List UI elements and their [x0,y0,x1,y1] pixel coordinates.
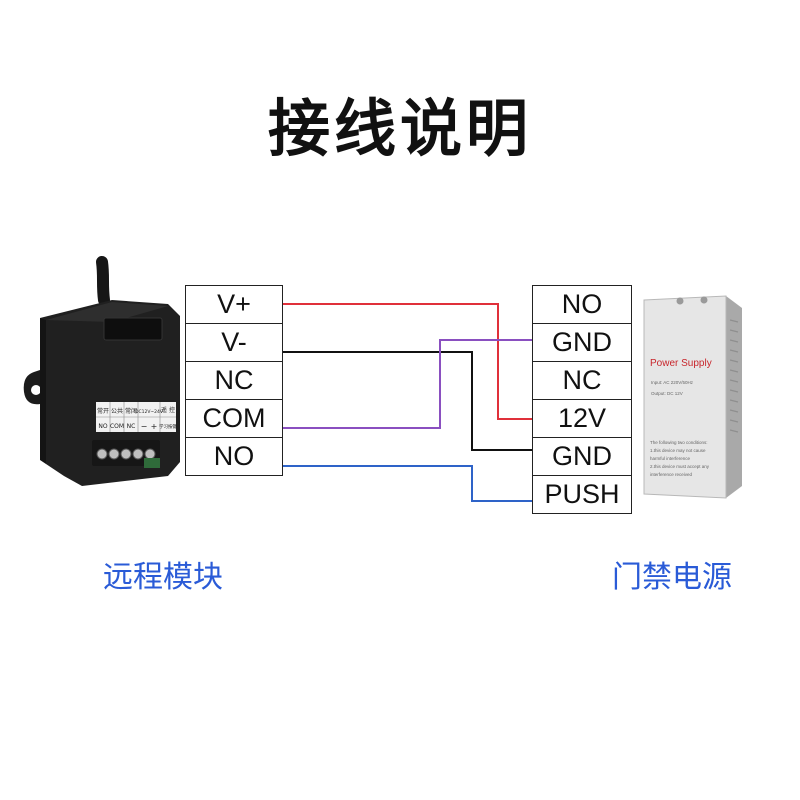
notice-line-3: harmful interference [650,456,691,461]
label-no-cn: 常开 [97,407,109,415]
notice-line-2: 1.this device may not cause [650,448,706,453]
terminal-com: COM [185,399,283,438]
label-voltage: DC12V~24V [135,409,164,415]
notice-line-5: interference received [650,472,693,477]
notice-line-1: The following two conditions: [650,440,708,445]
indicator-window [103,317,163,341]
wire-vminus-gnd [281,351,532,451]
wire-vplus-12v [281,303,532,420]
label-yao: 遥 [161,406,167,414]
terminal-ps-12v: 12V [532,399,632,438]
page-title: 接线说明 [267,92,532,165]
label-learn: 学习按键 [159,423,177,430]
terminal-nc: NC [185,361,283,400]
label-com: COM [110,423,124,430]
terminal-vplus: V+ [185,285,283,324]
terminal-ps-no: NO [532,285,632,324]
label-nc: NC [127,423,136,430]
terminal-ps-gnd-1: GND [532,323,632,362]
antenna-cable [96,256,110,306]
terminal-ps-push: PUSH [532,475,632,514]
wires [281,303,532,502]
module-body [40,300,180,486]
power-supply-body [643,295,727,499]
label-no: NO [98,423,107,430]
label-kong: 控 [169,406,175,414]
notice-line-4: 2.this device must accept any [650,464,710,469]
label-plus: + [151,422,158,431]
remote-module-terminals: V+ V- NC COM NO [185,285,283,476]
label-nc-cn: 常闭 [125,407,137,415]
power-supply-image: Power Supply Input: AC 220V/50Hz Output:… [643,295,742,499]
power-supply-input-spec: Input: AC 220V/50Hz [651,380,694,385]
terminal-no: NO [185,437,283,476]
wire-com-gnd [281,339,532,429]
power-supply-caption: 门禁电源 [612,560,732,595]
remote-module-image: 常开 公共 常闭 DC12V~24V 遥 控 NO COM NC − + 学习按… [23,256,180,486]
power-supply-label: Power Supply [650,358,712,369]
terminal-ps-nc: NC [532,361,632,400]
remote-module-caption: 远程模块 [103,560,223,595]
power-supply-output-spec: Output: DC 12V [651,391,683,396]
label-minus: − [141,422,148,431]
pcb-edge [144,458,160,468]
wire-no-push [281,465,532,502]
power-supply-terminals: NO GND NC 12V GND PUSH [532,285,632,514]
terminal-ps-gnd-2: GND [532,437,632,476]
terminal-vminus: V- [185,323,283,362]
label-com-cn: 公共 [111,407,123,415]
